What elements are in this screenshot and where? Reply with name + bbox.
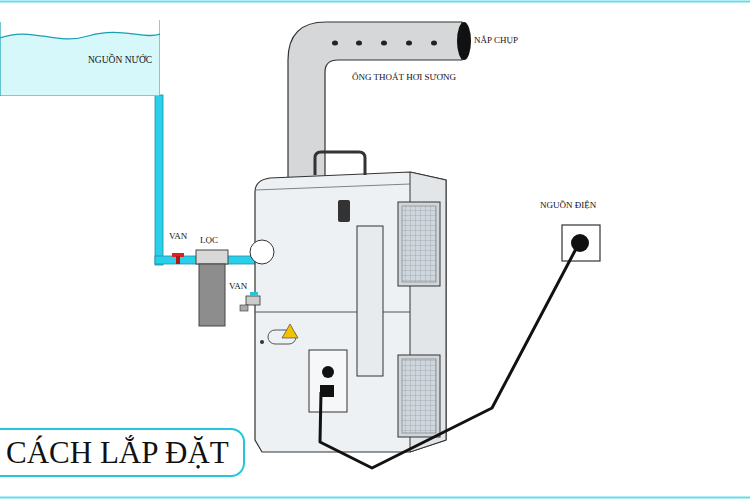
- pipe-holes: [332, 41, 437, 46]
- filter-body: [199, 264, 225, 326]
- shape-part: [398, 355, 440, 437]
- frame-line: [0, 1, 750, 3]
- mist-machine: [240, 152, 446, 452]
- power-label: NGUỒN ĐIỆN: [540, 201, 596, 211]
- shape-part: [240, 305, 248, 311]
- drain-valve: [240, 292, 260, 311]
- shape-part: [402, 359, 436, 433]
- filter-label: LỌC: [200, 236, 218, 246]
- pipe-cap: [457, 22, 471, 60]
- valve-label: VAN: [169, 232, 187, 242]
- shape-part: [381, 41, 387, 46]
- top-edge: [255, 184, 410, 190]
- shape-part: [431, 41, 437, 46]
- title-text: CÁCH LẮP ĐẶT: [6, 434, 229, 471]
- cap-label: NẮP CHỤP: [474, 36, 518, 46]
- panel-divider: [255, 312, 410, 313]
- shape-part: [332, 41, 338, 46]
- power-cable: [320, 245, 578, 468]
- valve: [172, 253, 184, 264]
- tank-label: NGUỒN NƯỚC: [88, 55, 152, 65]
- power-outlet: [562, 225, 600, 261]
- latch: [338, 200, 350, 222]
- frame-line: [0, 497, 750, 499]
- shape-part: [562, 225, 600, 261]
- water-tank: NGUỒN NƯỚC: [0, 20, 160, 96]
- power-switch: [322, 366, 334, 378]
- screw: [260, 340, 264, 344]
- shape-part: [571, 234, 589, 252]
- pipe-label: ỐNG THOÁT HƠI SƯƠNG: [352, 73, 456, 83]
- shape-part: [246, 296, 260, 305]
- water-body: [0, 32, 160, 96]
- pipe-body: [288, 22, 462, 178]
- side-door: [357, 226, 383, 376]
- pipe-vertical: [155, 95, 163, 265]
- shape-part: [398, 202, 440, 286]
- title-box: CÁCH LẮP ĐẶT: [0, 428, 245, 477]
- warning-sign: [282, 324, 298, 338]
- tank-wall: [0, 20, 160, 38]
- filter-head: [196, 250, 228, 264]
- fan-grille: [398, 355, 440, 437]
- mist-pipe: [288, 22, 471, 178]
- shape-part: [356, 41, 362, 46]
- control-box: [309, 350, 347, 412]
- fan-grille: [398, 202, 440, 286]
- valve-label: VAN: [229, 282, 247, 292]
- filter: [196, 250, 228, 326]
- shape-part: [406, 41, 412, 46]
- shape-part: [250, 292, 258, 296]
- valve-stem: [176, 256, 180, 264]
- shape-part: [402, 206, 436, 282]
- inlet-hole: [250, 240, 274, 264]
- machine-body: [255, 172, 446, 452]
- water-pipe: [155, 95, 270, 265]
- handle: [315, 152, 365, 175]
